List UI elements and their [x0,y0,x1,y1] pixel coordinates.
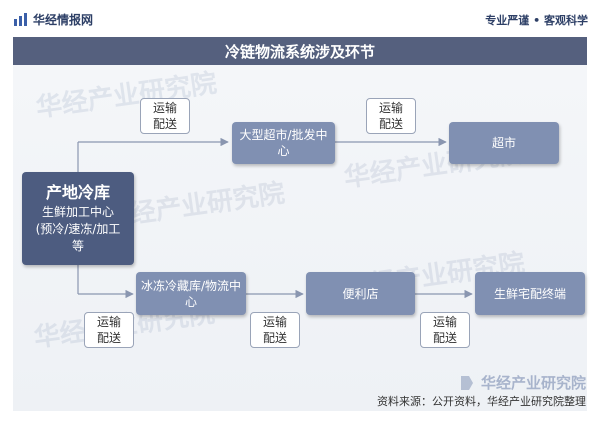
transport-label: 运输 配送 [84,312,134,348]
node-frozen-storage: 冰冻冷藏库/物流中心 [136,272,246,315]
tagline: 专业严谨 • 客观科学 [485,14,588,27]
transport-label: 运输 配送 [140,98,190,134]
node-origin-title: 产地冷库 [45,183,110,202]
source-note: 资料来源：公开资料，华经产业研究院整理 [377,395,586,408]
footer-logo-text: 华经产业研究院 [480,374,586,392]
brand: 华经情报网 [13,11,93,28]
transport-label: 运输 配送 [420,312,470,348]
node-origin-subtitle: 生鲜加工中心 (预冷/速冻/加工等 [35,205,121,253]
node-convenience-store: 便利店 [306,272,415,315]
brand-name: 华经情报网 [33,13,94,27]
diagram-title: 冷链物流系统涉及环节 [13,37,587,65]
node-origin-cold-storage: 产地冷库 生鲜加工中心 (预冷/速冻/加工等 [22,172,134,265]
top-header: 华经情报网 专业严谨 • 客观科学 [0,0,600,36]
footer-logo: 华经产业研究院 [459,372,586,393]
transport-label: 运输 配送 [250,312,300,348]
node-fresh-delivery: 生鲜宅配终端 [475,272,585,315]
node-dc: 大型超市/批发中心 [232,122,335,164]
node-supermarket: 超市 [449,122,559,164]
footer-logo-icon [460,375,473,390]
transport-label: 运输 配送 [366,98,416,134]
brand-logo-icon [14,13,27,26]
